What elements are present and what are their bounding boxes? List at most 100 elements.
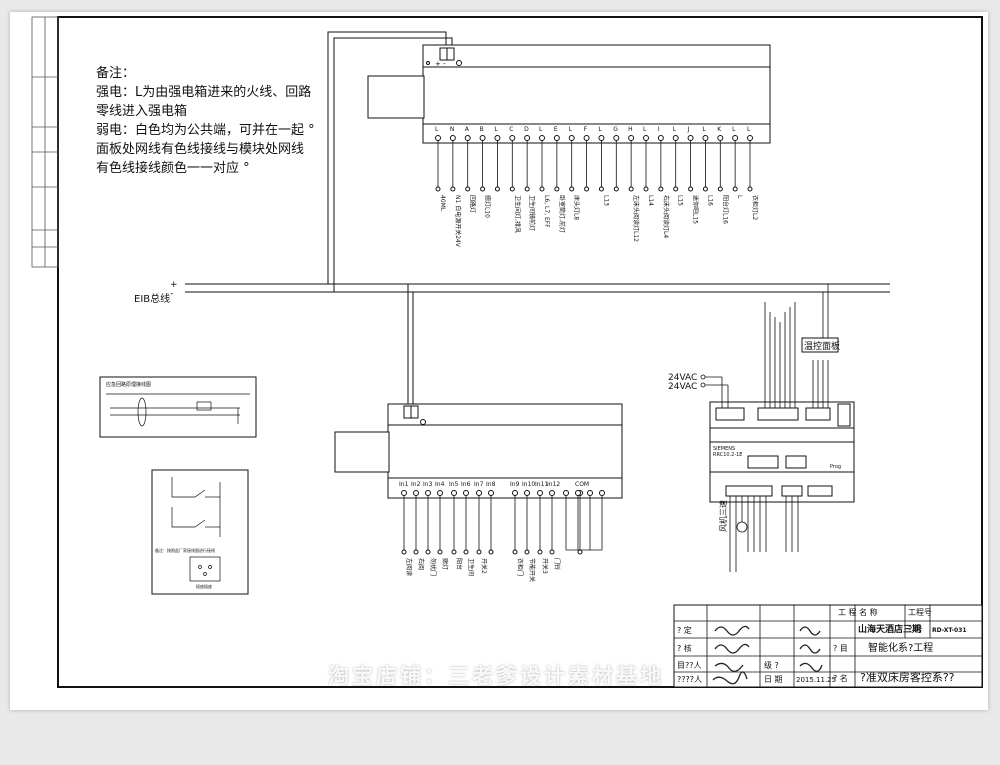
actuator-terminal-screw [702,135,709,141]
input-terminal-3: In4 [435,481,445,488]
actuator-wire-end [613,186,619,192]
input-wire-end [549,549,555,555]
input-label-7: 衣柜门 [516,558,524,576]
actuator-wire-end [465,186,471,192]
actuator-label-2: 回路灯 [469,195,477,213]
input-terminal-12: COM [575,481,589,488]
actuator-wire-end [435,186,441,192]
com-terminal-screw [563,490,569,496]
input-wire-end [451,549,457,555]
actuator-wire-end [628,186,634,192]
input-terminal-screw [476,490,482,496]
input-wire-end [537,549,543,555]
actuator-terminal-11: L [598,126,602,133]
supply-label-2: 24VAC [668,382,697,392]
input-terminal-screw [512,490,518,496]
actuator-terminal-5: C [509,126,513,133]
input-terminal-screw [488,490,494,496]
input-terminal-10: In11 [535,481,548,488]
actuator-wire-end [658,186,664,192]
drawing-border [57,16,983,688]
actuator-label-10: 左床头阅读灯L12 [632,195,640,242]
title-block: 工 程 名 称 工程号 山海天酒店三期 ? 号 RD-XT-031 ? 目 智能… [673,604,983,688]
actuator-terminal-2: A [465,126,470,133]
actuator-terminal-screw [613,135,620,141]
actuator-terminal-screw [732,135,739,141]
name-value: ?准双床房客控系?? [860,670,955,684]
actuator-label-8: 床头灯L8 [573,195,581,220]
actuator-wire-end [509,186,515,192]
fan-label: 风机三速 [718,500,728,532]
controller-model-no: RRC10.2-1E [713,452,742,458]
sub-value: 智能化系?工程 [868,641,933,654]
input-label-2: 勿扰门 [429,558,437,576]
input-terminal-7: In8 [486,481,496,488]
input-terminal-screw [537,490,543,496]
notes-line-3: 弱电：白色均为公共端，可并在一起 ° [96,123,315,138]
eib-bus: + - EIB总线 [134,280,890,305]
project-no-label: 工程号 [908,608,932,617]
input-terminal-screw [463,490,469,496]
actuator-terminal-screw [464,135,471,141]
actuator-terminal-20: L [732,126,736,133]
input-wire-end [437,549,443,555]
room-controller: SIEMENS RRC10.2-1E Prog [709,401,855,503]
input-terminal-screw [425,490,431,496]
actuator-terminal-screw [717,135,724,141]
actuator-terminal-10: F [584,126,588,133]
input-terminal-screw [401,490,407,496]
actuator-terminal-7: L [539,126,543,133]
actuator-terminal-screw [568,135,575,141]
actuator-terminal-screw [643,135,649,141]
actuator-terminal-screw [539,135,545,141]
actuator-label-6: L6, L7, EFF [543,195,550,228]
input-wire-end [425,549,431,555]
watermark: 淘宝店铺：三老爹设计素材基地 [328,664,664,688]
actuator-terminal-screw [687,135,694,141]
actuator-label-15: L16 [706,195,713,206]
notes-title: 备注： [96,66,136,81]
actuator-label-14: 迷你吧L15 [692,195,700,224]
supply-label-1: 24VAC [668,373,697,383]
notes-line-4: 面板处网线有色线接线与模块处网线 [96,142,305,157]
project-name: 山海天酒店三期 [858,623,921,635]
input-terminal-screw [413,490,419,496]
socket-label: 插座插座 [196,583,212,589]
actuator-terminal-screw [657,135,664,141]
socket-inset-note: 备注：按照此厂家接线图进行接线 [155,547,215,553]
actuator-terminal-screw [583,135,590,141]
actuator-wire-end [643,186,649,192]
controller-prog: Prog [830,464,841,470]
input-terminal-0: In1 [399,481,409,488]
actuator-terminal-16: L [673,126,677,133]
actuator-wire-end [702,186,708,192]
svg-text:+ -: + - [435,60,446,68]
margin-strip [31,16,59,268]
input-label-8: 节能开关 [528,558,536,582]
bus-label: EIB总线 [134,292,170,305]
input-wire-end [463,549,469,555]
actuator-wire-end [688,186,694,192]
role-2: ? 核 [677,643,692,653]
input-label-4: 阳台 [455,558,463,570]
actuator-wire-end [717,186,723,192]
input-terminal-screw [451,490,457,496]
date-label: 日 期 [764,675,783,684]
notes-line-1: 强电：L为由强电箱进来的火线、回路 [96,85,312,100]
inset-1-title: 应急回路原理接线图 [106,381,151,388]
actuator-wire-end [494,186,500,192]
input-label-9: 开关3 [541,558,549,574]
actuator-terminal-screw [672,135,679,141]
input-label-3: 廊灯 [441,558,449,570]
input-terminal-4: In5 [449,481,459,488]
controller-model: SIEMENS [713,446,735,452]
actuator-label-4: 卫生间灯,排风 [513,195,521,233]
actuator-label-17: L [736,195,743,199]
actuator-label-12: 右床头阅读灯L4 [662,195,670,238]
actuator-wire-end [539,186,545,192]
actuator-wire-end [732,186,738,192]
actuator-label-18: 衣柜灯L2 [751,195,759,220]
switch-actuator: + - [367,44,771,144]
